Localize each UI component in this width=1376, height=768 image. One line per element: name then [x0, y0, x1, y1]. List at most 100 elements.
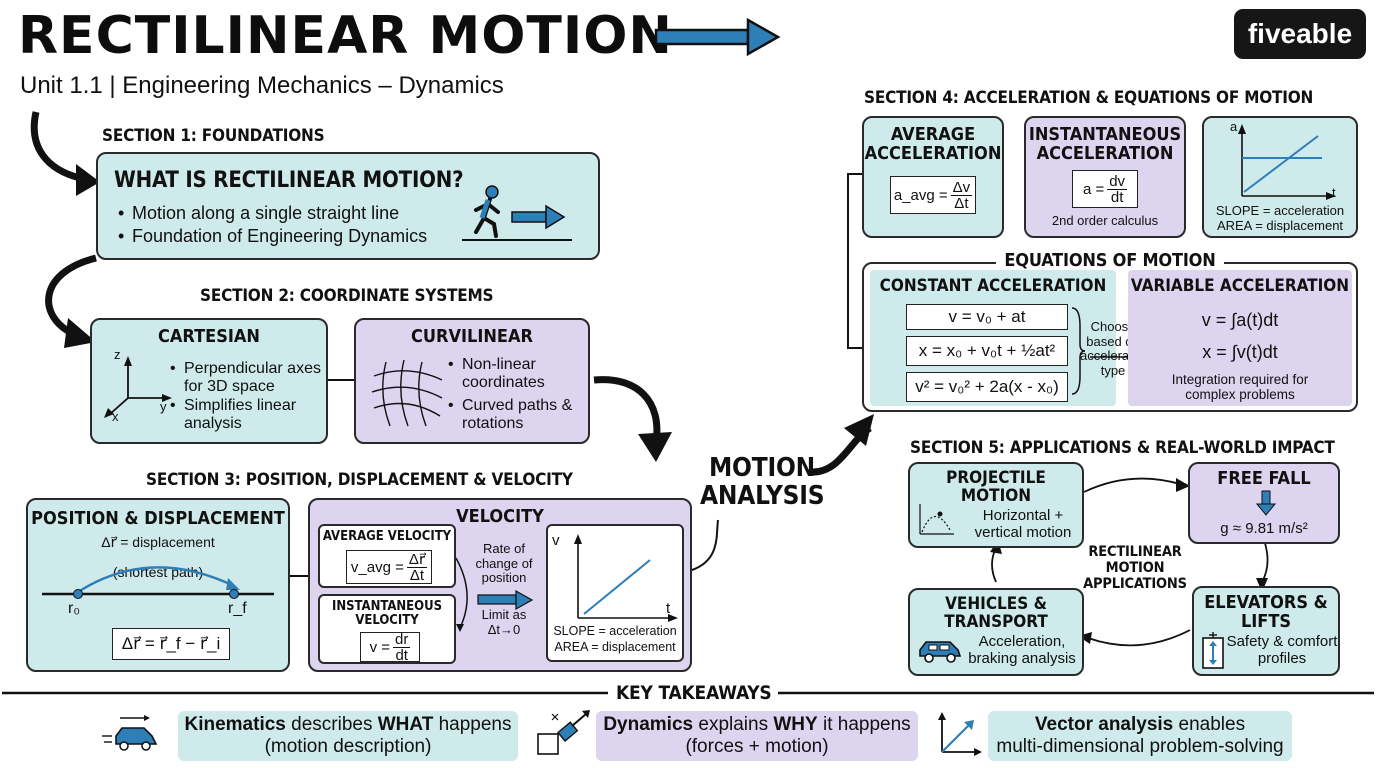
const-accel-title: CONSTANT ACCELERATION — [879, 276, 1107, 296]
takeaway-bold: Kinematics — [184, 714, 286, 736]
elevators-title: ELEVATORS & LIFTS — [1204, 592, 1328, 632]
projectile-desc: Horizontal + vertical motion — [974, 507, 1072, 541]
down-arrow-icon — [1255, 490, 1277, 516]
eom-equation-1: v = v₀ + at — [906, 304, 1068, 330]
curved-grid-icon — [371, 359, 443, 427]
inst-velocity-lhs: v = — [369, 638, 391, 656]
numerator: Δv — [950, 178, 973, 196]
motion-analysis-line2: ANALYSIS — [700, 481, 825, 512]
force-block-icon — [537, 710, 590, 755]
inst-accel-title: INSTANTANEOUS ACCELERATION — [1028, 124, 1182, 164]
page-title: RECTILINEAR MOTION — [18, 6, 673, 66]
numerator: dr — [393, 630, 411, 648]
elevator-icon — [1202, 632, 1224, 669]
takeaway-bold: Vector analysis — [1034, 714, 1174, 736]
section1-bullets: Motion along a single straight line Foun… — [116, 202, 427, 247]
avg-velocity-equation: v_avg = Δr⃗Δt — [346, 550, 432, 584]
title-arrow-icon — [654, 17, 781, 57]
brace-icon — [1071, 307, 1086, 395]
brand-logo: fiveable — [1234, 9, 1366, 59]
vehicles-title: VEHICLES & TRANSPORT — [944, 594, 1048, 632]
denominator: Δt — [954, 194, 969, 212]
choose-label: Choose based on acceleration type — [1080, 319, 1151, 378]
takeaway-line1: Kinematics describes WHAT happens — [178, 714, 518, 736]
avg-accel-lhs: a_avg = — [893, 186, 948, 204]
section4-label: SECTION 4: ACCELERATION & EQUATIONS OF M… — [864, 88, 1314, 108]
takeaway-line2: (forces + motion) — [685, 736, 829, 757]
cartesian-title: CARTESIAN — [158, 326, 260, 347]
takeaway-vectors: Vector analysis enables multi-dimensiona… — [988, 711, 1292, 761]
denominator: Δt — [409, 566, 425, 584]
var-equation-1: v = ∫a(t)dt — [1201, 310, 1279, 330]
slope-label: SLOPE = acceleration — [1215, 203, 1345, 218]
takeaway-dynamics: Dynamics explains WHY it happens (forces… — [596, 711, 918, 761]
rf-label: r_f — [228, 600, 247, 617]
takeaway-text: it happens — [817, 714, 911, 736]
list-item: Perpendicular axes for 3D space — [168, 360, 324, 397]
curvilinear-bullets: Non-linear coordinates Curved paths & ro… — [446, 356, 586, 434]
rate-label: Rate of change of position — [475, 541, 533, 586]
displacement-diagram — [42, 566, 274, 599]
velocity-graph-box: v t SLOPE = acceleration AREA = displace… — [546, 524, 684, 662]
velocity-card: VELOCITY AVERAGE VELOCITY v_avg = Δr⃗Δt … — [308, 498, 692, 672]
eom-card: EQUATIONS OF MOTION CONSTANT ACCELERATIO… — [862, 250, 1358, 412]
vehicles-card: VEHICLES & TRANSPORT Acceleration, braki… — [908, 588, 1084, 676]
cartesian-card: CARTESIAN z y x Perpendicular axes for 3… — [90, 318, 328, 444]
numerator: dv — [1107, 172, 1128, 190]
elevators-card: ELEVATORS & LIFTS Safety & comfort profi… — [1192, 586, 1340, 676]
freefall-desc: g ≈ 9.81 m/s² — [1220, 520, 1308, 537]
eom-title: EQUATIONS OF MOTION — [996, 250, 1224, 271]
takeaway-bold: WHY — [773, 714, 818, 736]
displacement-equation: Δr⃗ = r⃗_f − r⃗_i — [112, 628, 230, 660]
position-title: POSITION & DISPLACEMENT — [31, 508, 285, 529]
connector-line — [290, 575, 310, 577]
limit-curve-arrow — [455, 557, 468, 632]
takeaway-line2: (motion description) — [264, 736, 432, 757]
axis-z-label: z — [114, 347, 121, 362]
denominator: dt — [1110, 188, 1124, 206]
section1-card: WHAT IS RECTILINEAR MOTION? Motion along… — [96, 152, 600, 260]
axis-y-label: y — [160, 399, 167, 414]
section2-label: SECTION 2: COORDINATE SYSTEMS — [200, 286, 494, 306]
projectile-title: PROJECTILE MOTION — [946, 468, 1046, 506]
car-icon — [919, 641, 962, 663]
section3-label: SECTION 3: POSITION, DISPLACEMENT & VELO… — [146, 470, 573, 490]
section1-card-title: WHAT IS RECTILINEAR MOTION? — [114, 168, 464, 193]
eom-equation-2: x = x₀ + v₀t + ½at² — [906, 336, 1068, 366]
accel-graph — [1238, 124, 1336, 200]
fraction: Δr⃗Δt — [406, 552, 428, 584]
velocity-title: VELOCITY — [456, 506, 544, 527]
graph-x-label: t — [1332, 185, 1336, 200]
motion-analysis-label: MOTION ANALYSIS — [700, 454, 825, 512]
takeaway-text: happens — [433, 714, 512, 736]
curvilinear-card: CURVILINEAR Non-linear coordinates Curve… — [354, 318, 590, 444]
eom-equation-3: v² = v₀² + 2a(x - x₀) — [906, 372, 1068, 402]
const-accel-panel: CONSTANT ACCELERATION v = v₀ + at x = x₀… — [870, 270, 1116, 406]
takeaways-divider — [2, 691, 1374, 695]
inst-accel-lhs: a = — [1082, 180, 1105, 198]
vector-icon — [938, 712, 982, 756]
list-item: Motion along a single straight line — [116, 202, 427, 225]
takeaway-kinematics: Kinematics describes WHAT happens (motio… — [178, 711, 518, 761]
eom-title-wrap: EQUATIONS OF MOTION — [864, 250, 1356, 271]
list-item: Simplifies linear analysis — [168, 397, 324, 434]
section4-bracket — [847, 173, 864, 349]
section1-label: SECTION 1: FOUNDATIONS — [102, 126, 325, 146]
denominator: dt — [395, 646, 408, 664]
takeaway-text: describes — [285, 714, 378, 736]
var-equation-2: x = ∫v(t)dt — [1202, 342, 1278, 362]
takeaway-line1: Dynamics explains WHY it happens — [596, 714, 918, 736]
takeaway-text: explains — [693, 714, 774, 736]
up-arrow-icon — [844, 414, 874, 446]
var-accel-title: VARIABLE ACCELERATION — [1130, 276, 1350, 296]
axes-icon — [104, 356, 172, 418]
takeaways-label: KEY TAKEAWAYS — [616, 682, 772, 704]
moving-car-icon — [102, 715, 158, 751]
avg-velocity-title: AVERAGE VELOCITY — [322, 529, 452, 544]
